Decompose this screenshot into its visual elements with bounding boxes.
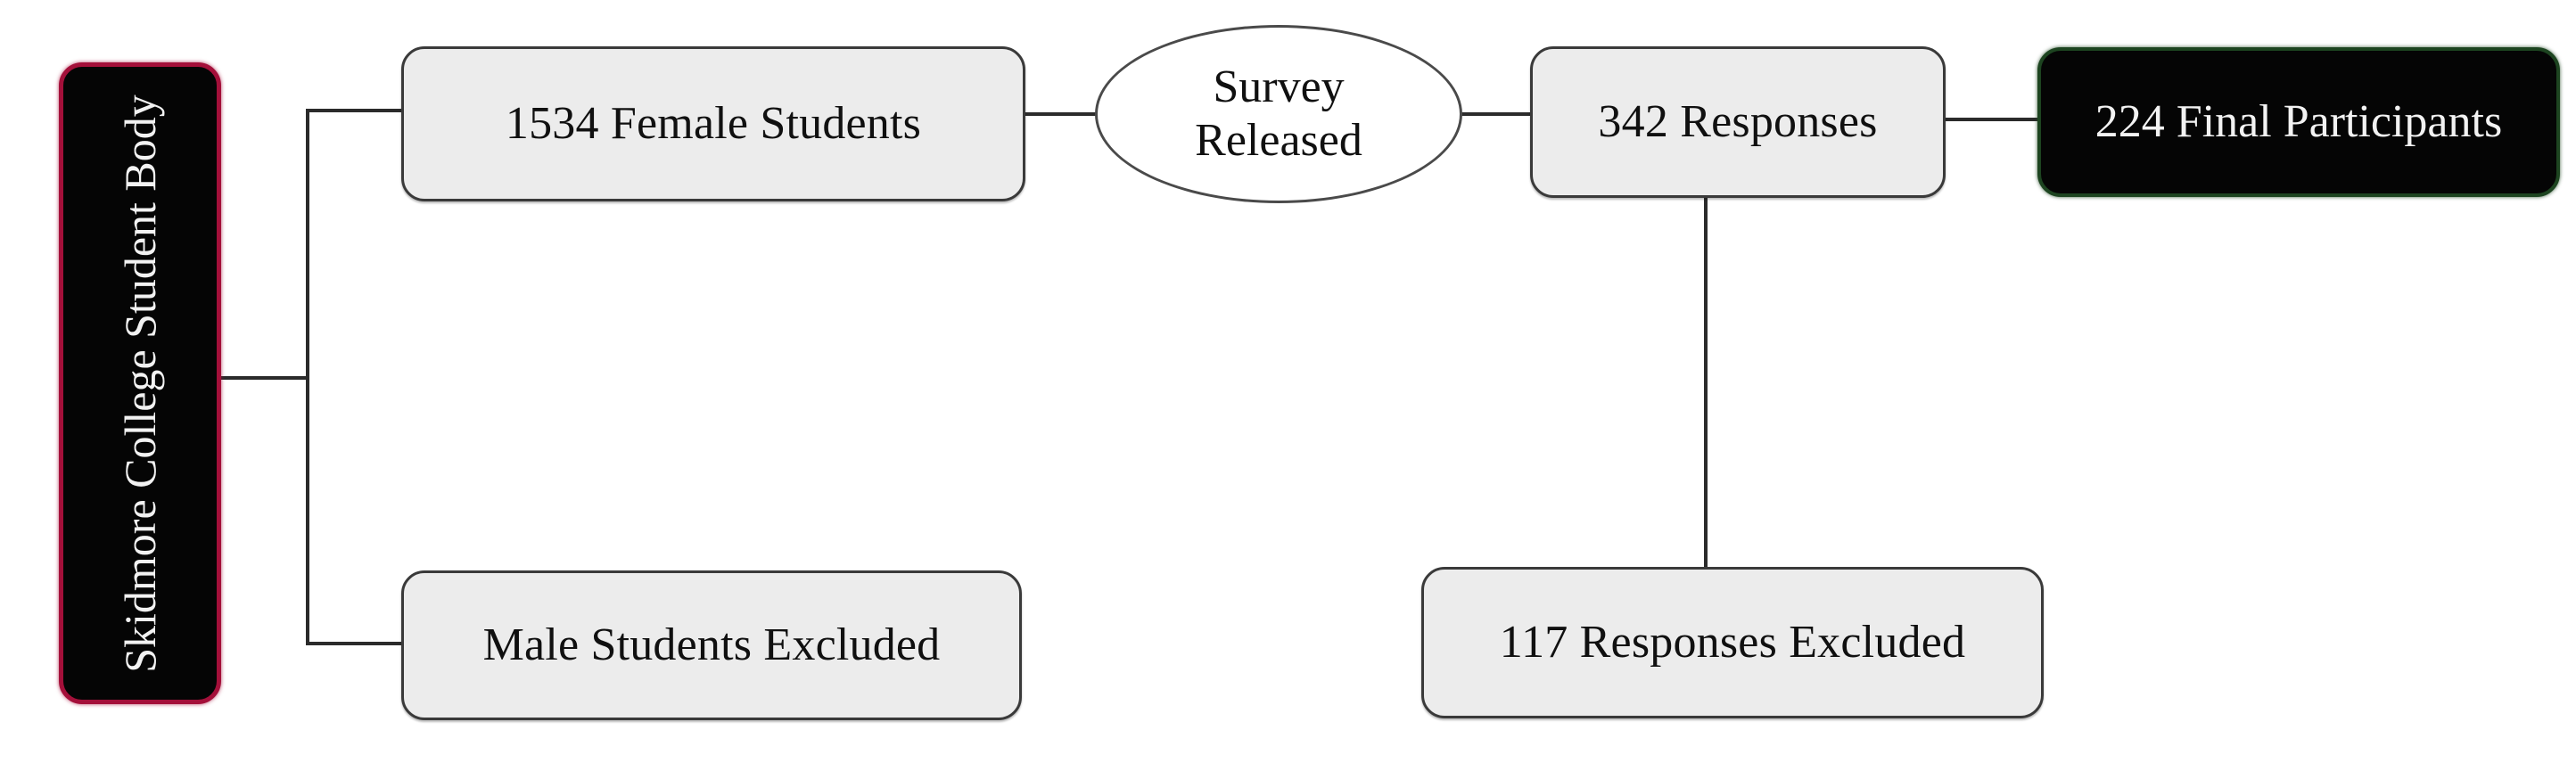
node-student-body[interactable]: Skidmore College Student Body xyxy=(59,62,221,704)
node-survey-released[interactable]: Survey Released xyxy=(1095,25,1462,203)
node-survey-released-label: Survey Released xyxy=(1195,61,1362,168)
node-responses-label: 342 Responses xyxy=(1598,96,1878,148)
node-male-excluded[interactable]: Male Students Excluded xyxy=(401,570,1022,720)
node-student-body-label: Skidmore College Student Body xyxy=(114,94,165,673)
node-responses[interactable]: 342 Responses xyxy=(1530,46,1946,198)
node-male-excluded-label: Male Students Excluded xyxy=(482,619,941,671)
node-final-participants[interactable]: 224 Final Participants xyxy=(2037,47,2560,197)
node-final-participants-label: 224 Final Participants xyxy=(2095,96,2503,148)
node-female-students-label: 1534 Female Students xyxy=(505,98,922,150)
node-survey-released-label-line1: Survey xyxy=(1213,61,1345,112)
node-survey-released-label-line2: Released xyxy=(1195,115,1362,166)
node-female-students[interactable]: 1534 Female Students xyxy=(401,46,1025,201)
node-responses-excluded[interactable]: 117 Responses Excluded xyxy=(1421,567,2044,718)
node-responses-excluded-label: 117 Responses Excluded xyxy=(1499,617,1966,668)
